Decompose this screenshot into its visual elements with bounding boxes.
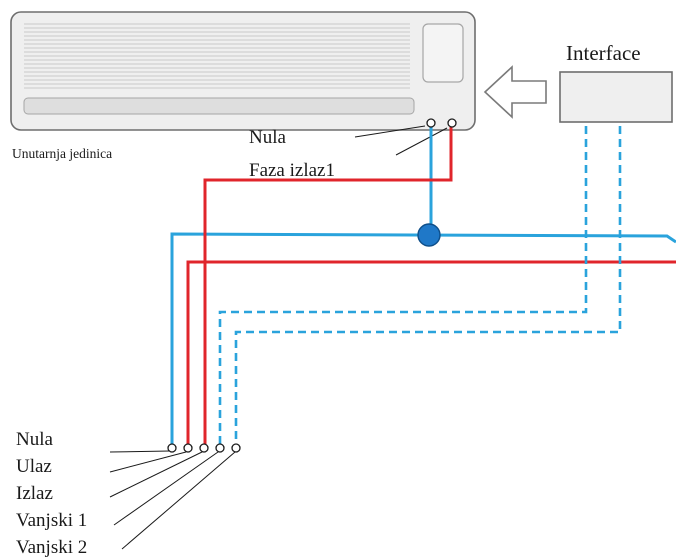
leader-terminal-input — [109, 451, 187, 473]
interface-box — [559, 71, 673, 123]
terminal-block — [167, 443, 241, 453]
interface-module: Interface — [559, 41, 673, 123]
neutral-wire-main — [170, 232, 676, 444]
phase-wire-indoor — [203, 127, 453, 444]
external-signal-wires — [218, 126, 622, 444]
terminal-external-1 — [215, 443, 225, 453]
terminal-output — [199, 443, 209, 453]
indoor-unit-grille — [24, 23, 410, 89]
terminal-label-external-1: Vanjski 1 — [16, 510, 87, 531]
indoor-terminal-label-phase-out: Faza izlaz1 — [249, 160, 335, 181]
indoor-terminals — [426, 118, 457, 128]
interface-label: Interface — [566, 41, 641, 65]
indoor-unit-label: Unutarnja jedinica — [12, 146, 112, 161]
junction-node — [417, 223, 441, 247]
terminal-external-2 — [231, 443, 241, 453]
indoor-unit-display-panel — [422, 23, 464, 83]
signal-arrow-icon — [483, 65, 547, 119]
indoor-unit — [10, 11, 476, 131]
wires — [170, 127, 676, 444]
terminal-leader-lines — [109, 450, 236, 550]
leader-line-phase-out — [395, 127, 448, 156]
external-wire-1 — [218, 126, 588, 444]
leader-line-neutral — [354, 125, 426, 138]
terminal-label-external-2: Vanjski 2 — [16, 537, 87, 557]
indoor-terminal-phase-out — [447, 118, 457, 128]
terminal-neutral — [167, 443, 177, 453]
phase-wire-main — [186, 260, 676, 444]
terminal-label-input: Ulaz — [16, 456, 52, 477]
terminal-input — [183, 443, 193, 453]
leader-terminal-external-1 — [113, 451, 219, 526]
leader-terminal-output — [109, 451, 203, 498]
terminal-label-neutral: Nula — [16, 429, 54, 450]
indoor-terminal-neutral — [426, 118, 436, 128]
leader-terminal-neutral — [109, 450, 171, 453]
leader-terminal-external-2 — [121, 451, 236, 550]
terminal-label-output: Izlaz — [16, 483, 53, 504]
terminal-block-labels: Nula Ulaz Izlaz Vanjski 1 Vanjski 2 — [16, 429, 87, 557]
indoor-unit-air-outlet — [23, 97, 415, 115]
indoor-terminal-label-neutral: Nula — [249, 127, 287, 148]
external-wire-2 — [234, 126, 622, 444]
